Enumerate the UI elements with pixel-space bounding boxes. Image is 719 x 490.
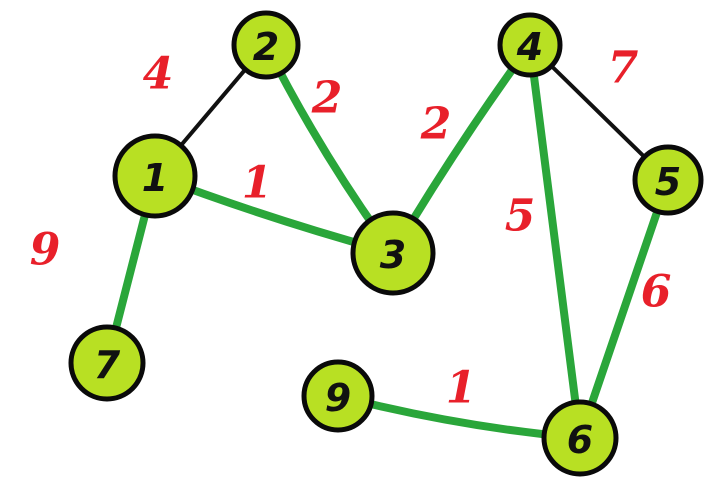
edge-weight-3-4: 2 <box>420 99 452 150</box>
node-circle <box>68 324 146 402</box>
node-circle <box>301 359 375 433</box>
edge-weight-5-6: 6 <box>641 267 672 318</box>
edge-weight-9-6: 1 <box>446 363 477 414</box>
node-circle <box>632 144 704 216</box>
node-7: 7 <box>68 324 146 402</box>
node-circle <box>497 12 563 78</box>
node-label: 2 <box>253 25 279 69</box>
node-3: 3 <box>350 210 436 296</box>
edge-4-6 <box>526 41 584 442</box>
node-label: 4 <box>516 25 543 69</box>
node-label: 3 <box>380 233 406 277</box>
node-label: 9 <box>325 376 351 420</box>
node-label: 6 <box>567 418 593 462</box>
node-1: 1 <box>112 133 198 219</box>
edge-weight-1-7: 9 <box>30 225 61 276</box>
edge-weight-1-2: 4 <box>143 49 174 100</box>
node-circle <box>541 399 619 477</box>
node-circle <box>231 10 301 80</box>
node-6: 6 <box>541 399 619 477</box>
edge-weight-2-3: 2 <box>311 73 343 124</box>
node-circle <box>350 210 436 296</box>
edge-weight-4-5: 7 <box>608 43 639 94</box>
edge-weight-4-6: 5 <box>505 191 536 242</box>
node-9: 9 <box>301 359 375 433</box>
node-label: 5 <box>655 160 681 204</box>
node-5: 5 <box>632 144 704 216</box>
node-label: 7 <box>94 343 121 387</box>
node-4: 4 <box>497 12 563 78</box>
node-label: 1 <box>142 156 168 200</box>
edge-weight-1-3: 1 <box>242 158 273 209</box>
node-2: 2 <box>231 10 301 80</box>
node-circle <box>112 133 198 219</box>
